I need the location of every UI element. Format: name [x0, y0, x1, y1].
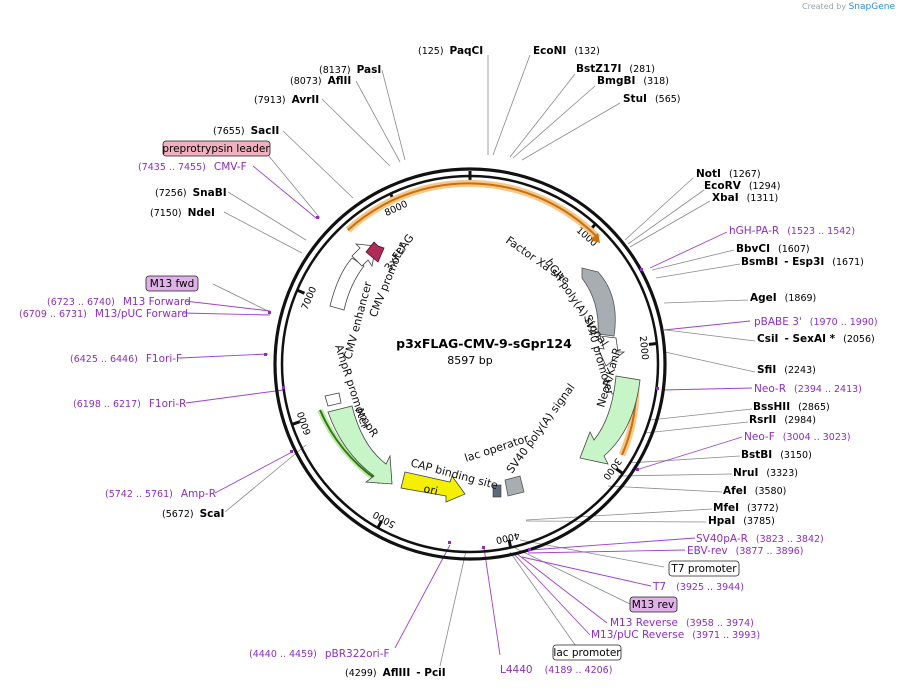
primer-m13-reverse: M13 Reverse(3958 .. 3974) [610, 617, 754, 629]
site-paqci: (125)PaqCI [418, 45, 483, 57]
primer-m13-forward: (6723 .. 6740)M13 Forward [47, 296, 191, 308]
site-sfii: SfiI(2243) [757, 364, 816, 376]
feature-hgh-polya [581, 267, 616, 337]
primer-pbr322ori-f: (4440 .. 4459)pBR322ori-F [249, 648, 390, 660]
boxed-labels: preprotrypsin leader M13 fwd T7 promoter… [145, 140, 740, 661]
primer-sv40pa-r: SV40pA-R(3823 .. 3842) [696, 533, 824, 545]
box-preprotrypsin: preprotrypsin leader [162, 143, 270, 155]
primer-m13-puc-reverse: M13/pUC Reverse(3971 .. 3993) [591, 629, 760, 641]
site-noti: NotI(1267) [696, 168, 761, 180]
tick-6000 [291, 420, 301, 426]
box-m13-rev: M13 rev [632, 599, 675, 611]
label-sv40-polya: SV40 poly(A) signal [504, 381, 578, 476]
restriction-sites: (125)PaqCI EcoNI(132) BstZ17I(281) BmgBI… [150, 45, 875, 679]
site-sacii: (7655)SacII [213, 125, 279, 137]
site-connectors [212, 54, 756, 667]
primer-ebv-rev: EBV-rev(3877 .. 3896) [687, 545, 804, 557]
primer-hgh-pa-r: hGH-PA-R(1523 .. 1542) [729, 225, 855, 237]
site-bsmbi: BsmBI- Esp3I(1671) [741, 256, 864, 268]
tick-2000 [648, 342, 658, 346]
plasmid-name: p3xFLAG-CMV-9-sGpr124 [396, 336, 572, 351]
feature-sv40-polya [504, 475, 525, 497]
tick-5000 [376, 520, 384, 529]
site-hpai: HpaI(3785) [708, 515, 775, 527]
feature-neor [579, 375, 641, 465]
site-pasi: (8137)PasI [319, 64, 381, 76]
site-mfei: MfeI(3772) [713, 502, 779, 514]
site-afei: AfeI(3580) [723, 485, 786, 497]
tick-4000 [507, 539, 513, 548]
site-nrui: NruI(3323) [733, 467, 798, 479]
site-econi: EcoNI(132) [533, 45, 600, 57]
site-afliii: (4299)AflIII- PciI [345, 667, 446, 679]
primer-l4440: L4440(4189 .. 4206) [500, 664, 612, 676]
site-bbvci: BbvCI(1607) [736, 243, 810, 255]
feature-lac-operator [492, 484, 502, 498]
box-m13-fwd: M13 fwd [150, 278, 195, 290]
primer-labels: hGH-PA-R(1523 .. 1542) pBABE 3'(1970 .. … [19, 161, 878, 676]
site-ndei: (7150)NdeI [150, 207, 215, 219]
site-bstz17i: BstZ17I(281) [576, 63, 655, 75]
site-bsshii: BssHII(2865) [753, 401, 830, 413]
primer-neo-r: Neo-R(2394 .. 2413) [754, 383, 862, 395]
snapgene-logo: SnapGene [848, 2, 895, 12]
tick-label-6000: 6000 [296, 410, 314, 436]
tick-label-4000: 4000 [495, 529, 521, 545]
tick-3000 [615, 467, 624, 475]
primer-cmv-f: (7435 .. 7455)CMV-F [138, 161, 247, 173]
feature-cmv-enhancer [329, 257, 365, 311]
site-stui: StuI(565) [623, 93, 681, 105]
site-aflii: (8073)AflII [290, 75, 351, 87]
feature-3xflag [365, 241, 385, 263]
primer-pbabe3: pBABE 3'(1970 .. 1990) [754, 316, 878, 328]
site-scai: (5672)ScaI [162, 508, 224, 520]
site-agei: AgeI(1869) [750, 292, 816, 304]
site-bstbi: BstBI(3150) [741, 449, 812, 461]
primer-amp-r: (5742 .. 5761)Amp-R [105, 488, 216, 500]
feature-ampr-promoter [324, 392, 342, 407]
site-snabi: (7256)SnaBI [155, 187, 227, 199]
site-csii: CsiI- SexAI *(2056) [757, 333, 875, 345]
box-lac-promoter: lac promoter [553, 647, 621, 659]
label-ori: ori [422, 482, 439, 498]
tick-7000 [296, 288, 306, 295]
site-xbai: XbaI(1311) [712, 192, 778, 204]
primer-f1ori-r: (6198 .. 6217)F1ori-R [73, 398, 186, 410]
site-avrii: (7913)AvrII [254, 94, 319, 106]
box-t7-promoter: T7 promoter [670, 563, 737, 575]
primer-neo-f: Neo-F(3004 .. 3023) [744, 431, 851, 443]
primer-connectors [179, 165, 753, 656]
site-ecorv: EcoRV(1294) [704, 180, 780, 192]
feature-sv40-promoter [597, 335, 626, 367]
feature-ori [400, 471, 466, 503]
tick-label-2000: 2000 [637, 335, 651, 360]
site-bmgbi: BmgBI(318) [597, 75, 669, 87]
plasmid-size: 8597 bp [447, 354, 492, 367]
snapgene-credit: Created by SnapGene [802, 2, 895, 12]
primer-marks [264, 216, 659, 551]
primer-m13-puc-forward: (6709 .. 6731)M13/pUC Forward [19, 308, 188, 320]
site-rsrii: RsrII(2984) [749, 414, 816, 426]
feature-ampr [327, 405, 393, 485]
tick-label-7000: 7000 [300, 285, 320, 312]
primer-f1ori-f: (6425 .. 6446)F1ori-F [70, 353, 182, 365]
primer-t7: T7(3925 .. 3944) [652, 581, 744, 593]
